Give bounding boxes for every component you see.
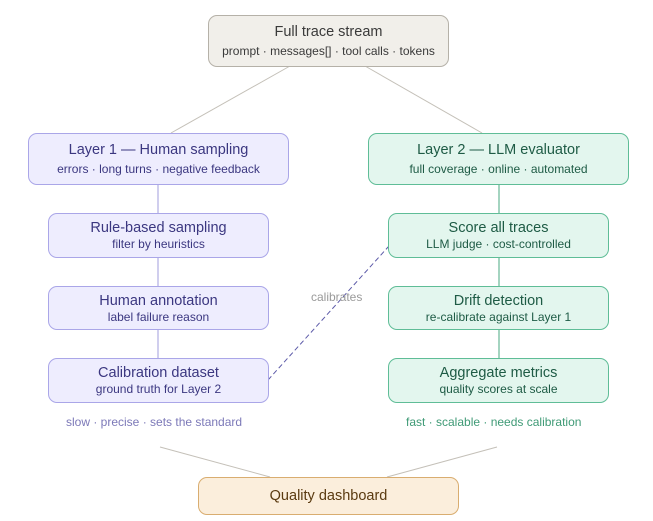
- layer2-header-title: Layer 2 — LLM evaluator: [417, 142, 580, 158]
- layer1-step-calibration-dataset: Calibration dataset ground truth for Lay…: [48, 358, 269, 403]
- layer1-step-subtitle: ground truth for Layer 2: [95, 382, 222, 396]
- layer2-step-title: Aggregate metrics: [439, 365, 558, 381]
- full-trace-stream-title: Full trace stream: [274, 24, 383, 40]
- connector-layer2-to-dashboard: [386, 446, 498, 478]
- layer2-step-drift-detection: Drift detection re-calibrate against Lay…: [388, 286, 609, 330]
- calibrates-link-label: calibrates: [311, 290, 363, 304]
- layer2-step-subtitle: LLM judge · cost-controlled: [426, 237, 571, 251]
- layer2-step-aggregate-metrics: Aggregate metrics quality scores at scal…: [388, 358, 609, 403]
- layer2-step-title: Score all traces: [448, 220, 549, 236]
- layer1-caption: slow · precise · sets the standard: [66, 415, 243, 429]
- layer1-step-human-annotation: Human annotation label failure reason: [48, 286, 269, 330]
- layer2-step-title: Drift detection: [453, 292, 544, 309]
- full-trace-stream-node: Full trace stream prompt · messages[] · …: [208, 15, 449, 67]
- connector-top-to-layer1: [170, 65, 291, 134]
- connector-top-to-layer2: [364, 65, 483, 134]
- layer1-header-subtitle: errors · long turns · negative feedback: [57, 162, 260, 176]
- quality-dashboard-title: Quality dashboard: [269, 488, 388, 504]
- layer1-step-title: Rule-based sampling: [90, 220, 227, 236]
- layer2-step-subtitle: re-calibrate against Layer 1: [425, 309, 572, 324]
- layer1-step-subtitle: filter by heuristics: [112, 237, 205, 251]
- layer1-step-rule-based-sampling: Rule-based sampling filter by heuristics: [48, 213, 269, 258]
- layer2-caption: fast · scalable · needs calibration: [406, 415, 582, 429]
- layer1-step-title: Calibration dataset: [98, 365, 219, 381]
- connector-layer1-to-dashboard: [159, 446, 271, 478]
- layer1-header-node: Layer 1 — Human sampling errors · long t…: [28, 133, 289, 185]
- layer1-step-title: Human annotation: [99, 292, 218, 309]
- quality-dashboard-node: Quality dashboard: [198, 477, 459, 515]
- layer2-step-score-all-traces: Score all traces LLM judge · cost-contro…: [388, 213, 609, 258]
- layer2-header-node: Layer 2 — LLM evaluator full coverage · …: [368, 133, 629, 185]
- layer1-step-subtitle: label failure reason: [107, 309, 210, 324]
- calibration-dashed-link: [267, 245, 390, 381]
- layer2-header-subtitle: full coverage · online · automated: [409, 162, 588, 176]
- layer2-step-subtitle: quality scores at scale: [439, 382, 558, 396]
- full-trace-stream-subtitle: prompt · messages[] · tool calls · token…: [222, 44, 435, 58]
- layer1-header-title: Layer 1 — Human sampling: [68, 142, 249, 158]
